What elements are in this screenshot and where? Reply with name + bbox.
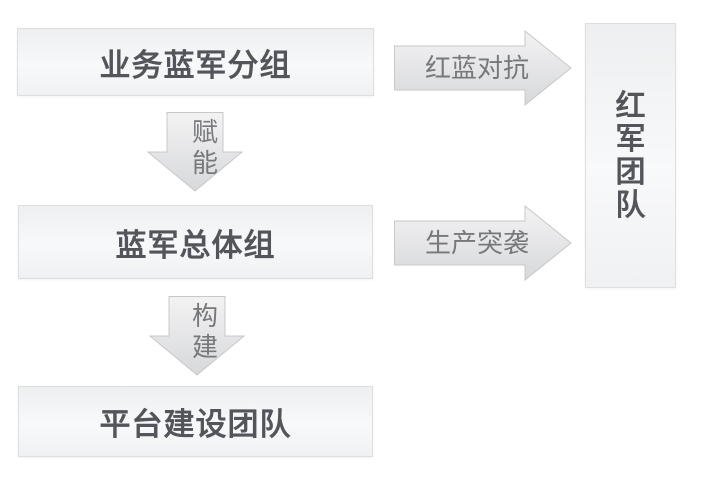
node-business-blue-group: 业务蓝军分组 [17,28,374,96]
edge-build-label: 构建 [191,301,218,362]
node-red-team-label: 红军团队 [615,89,646,222]
right-arrow-icon [394,205,572,281]
edge-empower: 赋能 [147,112,243,192]
edge-red-blue-confrontation: 红蓝对抗 [394,30,572,106]
edge-production-raid: 生产突袭 [394,205,572,281]
down-arrow-icon [149,296,245,376]
node-blue-overall-group-label: 蓝军总体组 [115,227,276,263]
right-arrow-icon [394,30,572,106]
edge-build: 构建 [149,296,245,376]
node-red-team: 红军团队 [585,23,676,288]
edge-production-raid-label: 生产突袭 [424,228,529,258]
node-platform-team-label: 平台建设团队 [99,407,292,442]
edge-empower-label: 赋能 [191,117,218,178]
node-blue-overall-group: 蓝军总体组 [18,205,373,279]
node-platform-team: 平台建设团队 [18,386,373,457]
down-arrow-icon [147,112,243,192]
node-business-blue-group-label: 业务蓝军分组 [99,47,292,83]
edge-red-blue-confrontation-label: 红蓝对抗 [424,53,529,83]
